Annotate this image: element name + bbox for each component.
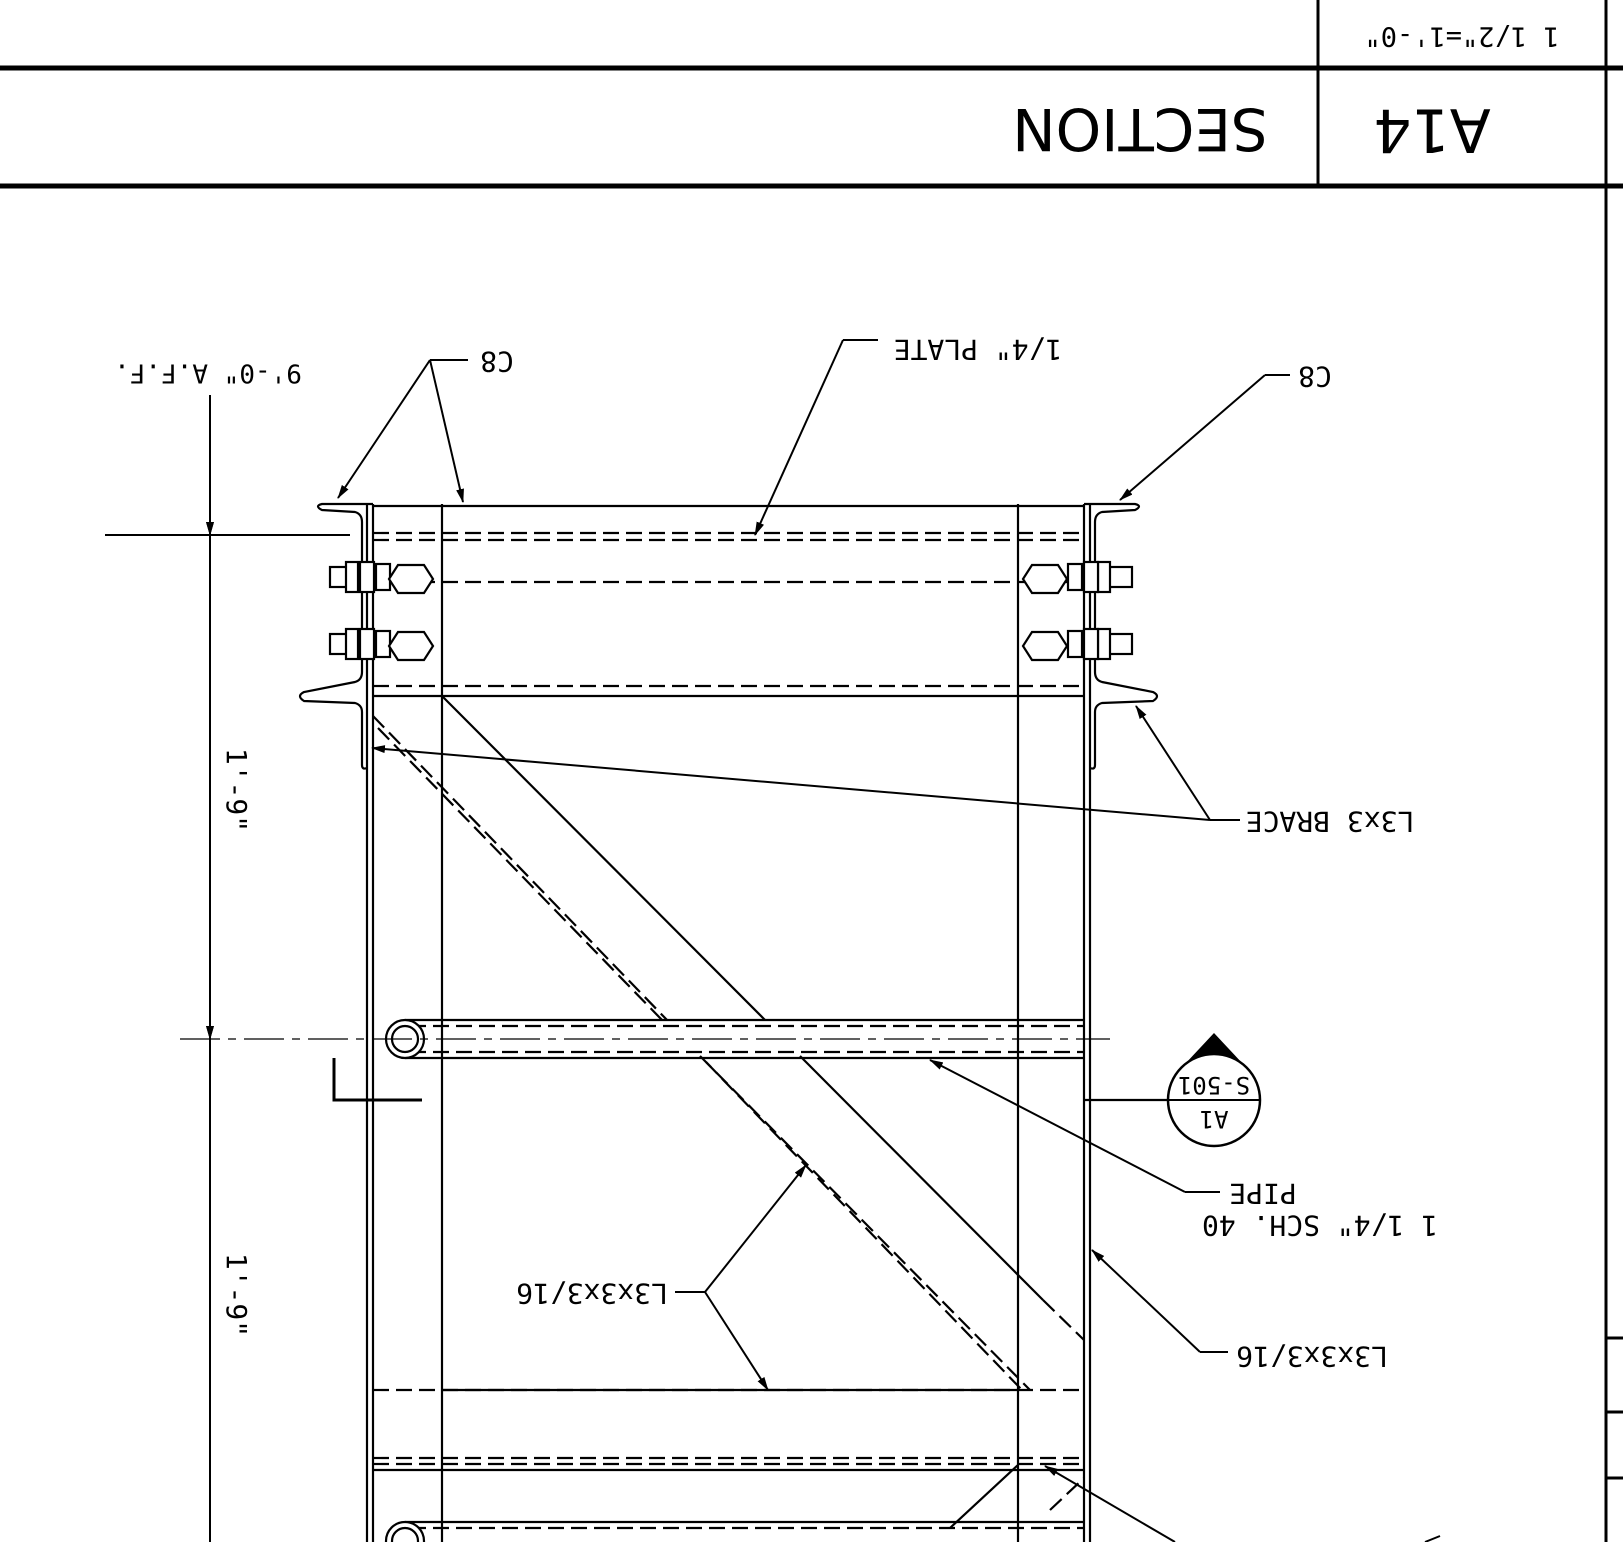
callout-pipe-line1: 1 1/4" SCH. 40	[1202, 1209, 1438, 1242]
view-title: SECTION	[1012, 95, 1268, 163]
pipe-rail-lower	[384, 1520, 1084, 1546]
steel-frame	[365, 504, 1092, 1542]
dimension-lower: 1'-9"	[220, 1253, 253, 1337]
c8-channel-left	[298, 502, 373, 770]
callout-pipe-line2: PIPE	[1229, 1177, 1296, 1210]
scale-label: 1 1/2"=1'-0"	[1364, 21, 1559, 52]
elevation-label: 9'-0" A.F.F.	[114, 358, 302, 388]
section-cut-mark	[332, 1058, 422, 1102]
callout-brace: L3x3 BRACE	[1246, 805, 1415, 838]
diagonal-brace	[372, 695, 1085, 1529]
callout-c8-left: C8	[480, 345, 514, 378]
callout-c8-right: C8	[1298, 360, 1332, 393]
callout-plate: 1/4" PLATE	[894, 333, 1063, 366]
dimension-upper: 1'-9"	[220, 748, 253, 832]
detail-id: A14	[1373, 94, 1490, 164]
pipe-rail-upper	[180, 1018, 1110, 1060]
dimension-lines	[105, 395, 350, 1542]
bolt-assembly-right	[1021, 560, 1134, 662]
callout-angle-right: L3x3x3/16	[1236, 1340, 1388, 1373]
bolt-assembly-left	[328, 560, 435, 662]
section-marker-detail: A1	[1200, 1105, 1229, 1133]
lower-angle-rail	[373, 1388, 1084, 1472]
section-marker	[1166, 1033, 1262, 1148]
c8-channel-right	[1084, 502, 1159, 770]
section-marker-sheet: S-501	[1178, 1071, 1250, 1099]
leader-lines	[337, 339, 1441, 1543]
callout-angle-left: L3x3x3/16	[516, 1277, 668, 1310]
